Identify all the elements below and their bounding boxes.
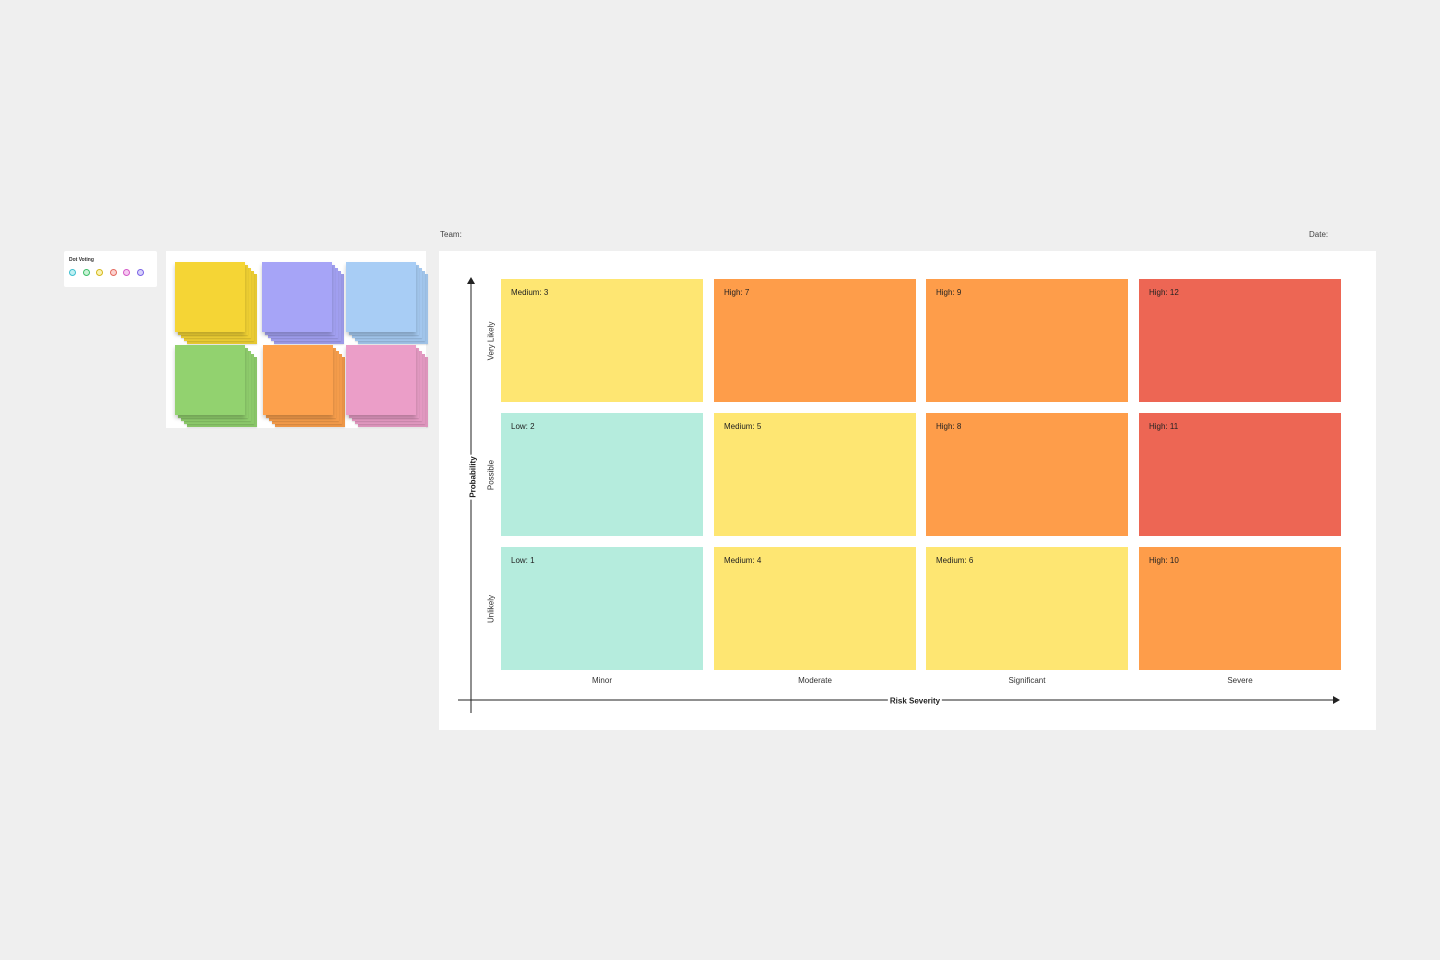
risk-cell-label: Medium: 3 bbox=[511, 288, 549, 297]
risk-cell-label: Low: 2 bbox=[511, 422, 535, 431]
y-axis-title: Probability bbox=[468, 454, 478, 500]
risk-cell[interactable]: High: 7 bbox=[714, 279, 916, 402]
risk-cell-label: Medium: 6 bbox=[936, 556, 974, 565]
column-label: Moderate bbox=[798, 676, 832, 685]
risk-cell[interactable]: Low: 1 bbox=[501, 547, 703, 670]
sticky-note bbox=[262, 262, 332, 332]
risk-cell-label: High: 10 bbox=[1149, 556, 1179, 565]
risk-cell[interactable]: Medium: 4 bbox=[714, 547, 916, 670]
sticky-note bbox=[346, 345, 416, 415]
date-label: Date: bbox=[1309, 230, 1329, 239]
risk-cell[interactable]: High: 12 bbox=[1139, 279, 1341, 402]
risk-cell[interactable]: High: 11 bbox=[1139, 413, 1341, 536]
risk-cell[interactable]: Low: 2 bbox=[501, 413, 703, 536]
team-label: Team: bbox=[440, 230, 462, 239]
column-label: Severe bbox=[1227, 676, 1253, 685]
sticky-note-stack-yellow[interactable] bbox=[175, 262, 263, 344]
risk-cell-label: Low: 1 bbox=[511, 556, 535, 565]
dot-voting-card[interactable]: Dot Voting bbox=[64, 251, 157, 287]
sticky-note-stack-orange[interactable] bbox=[263, 345, 351, 427]
sticky-note-stack-violet[interactable] bbox=[262, 262, 350, 344]
dot-voting-dots bbox=[69, 269, 144, 276]
risk-cell-label: Medium: 4 bbox=[724, 556, 762, 565]
sticky-note-stack-light-blue[interactable] bbox=[346, 262, 434, 344]
row-label: Possible bbox=[486, 459, 496, 490]
sticky-note-stack-pink[interactable] bbox=[346, 345, 434, 427]
risk-matrix-board: Probability Risk Severity Medium: 3 High:… bbox=[439, 251, 1376, 730]
risk-cell[interactable]: Medium: 6 bbox=[926, 547, 1128, 670]
risk-cell-label: High: 8 bbox=[936, 422, 962, 431]
risk-cell-label: High: 7 bbox=[724, 288, 750, 297]
risk-cell-label: High: 9 bbox=[936, 288, 962, 297]
vote-dot-green[interactable] bbox=[82, 269, 90, 276]
risk-cell[interactable]: High: 10 bbox=[1139, 547, 1341, 670]
risk-cell-label: High: 11 bbox=[1149, 422, 1179, 431]
dot-voting-title: Dot Voting bbox=[69, 257, 94, 263]
risk-cell-label: Medium: 5 bbox=[724, 422, 762, 431]
sticky-note bbox=[263, 345, 333, 415]
column-label: Minor bbox=[591, 676, 613, 685]
sticky-note bbox=[175, 262, 245, 332]
row-label: Unlikely bbox=[486, 594, 496, 623]
vote-dot-coral[interactable] bbox=[109, 269, 117, 276]
sticky-note-panel bbox=[166, 251, 428, 428]
row-label: Very Likely bbox=[486, 321, 496, 360]
risk-cell[interactable]: High: 9 bbox=[926, 279, 1128, 402]
x-axis-title: Risk Severity bbox=[887, 696, 943, 706]
vote-dot-cyan[interactable] bbox=[69, 269, 76, 276]
risk-cell[interactable]: Medium: 5 bbox=[714, 413, 916, 536]
sticky-note bbox=[175, 345, 245, 415]
risk-cell[interactable]: Medium: 3 bbox=[501, 279, 703, 402]
sticky-note bbox=[346, 262, 416, 332]
sticky-note-stack-green[interactable] bbox=[175, 345, 263, 427]
risk-cell-label: High: 12 bbox=[1149, 288, 1179, 297]
risk-cell[interactable]: High: 8 bbox=[926, 413, 1128, 536]
vote-dot-violet[interactable] bbox=[136, 269, 144, 276]
column-label: Significant bbox=[1008, 676, 1046, 685]
vote-dot-yellow[interactable] bbox=[96, 269, 103, 276]
vote-dot-pink[interactable] bbox=[123, 269, 130, 276]
